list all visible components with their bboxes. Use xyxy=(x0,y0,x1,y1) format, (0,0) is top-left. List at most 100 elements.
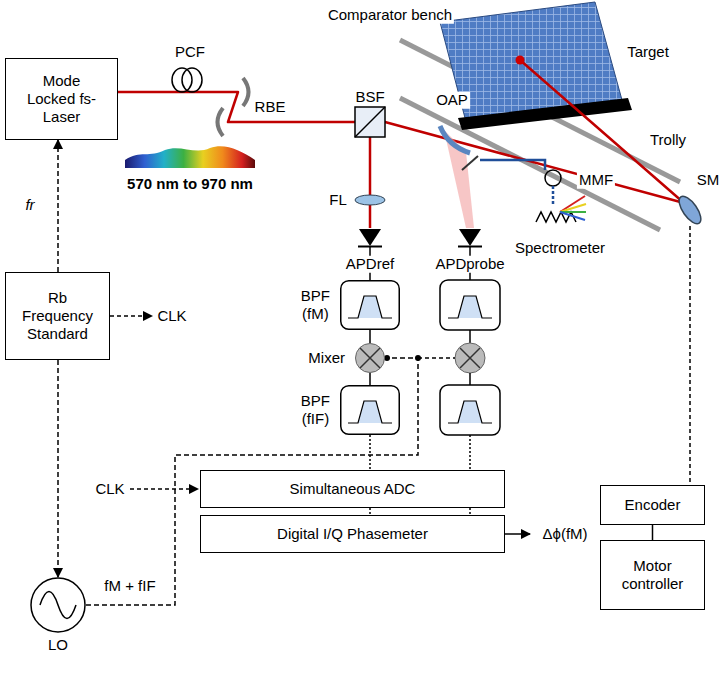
filter-symbol xyxy=(448,401,492,423)
node-label: (fIF) xyxy=(301,410,330,428)
node-label: (fM) xyxy=(301,305,330,323)
grating xyxy=(536,212,576,222)
wavelength-range: 570 nm to 970 nm xyxy=(125,176,255,193)
phasemeter-box: Digital I/Q Phasemeter xyxy=(200,515,505,553)
box-label: Motor controller xyxy=(613,557,693,593)
part-label: MMF xyxy=(577,172,615,189)
mixer-symbol xyxy=(455,343,485,373)
node-label: BPF xyxy=(301,392,330,410)
trolly xyxy=(458,98,632,130)
edge-label: fr xyxy=(23,197,36,214)
node-heading: BPF(fM) xyxy=(299,287,332,323)
detector-label: APDref xyxy=(344,256,396,273)
laser-beam xyxy=(369,122,372,228)
wire xyxy=(469,330,471,343)
mixer-circle: Mixer xyxy=(355,343,385,373)
part-label: Target xyxy=(625,44,671,61)
node-label: LO xyxy=(48,636,68,654)
filter-symbol xyxy=(448,296,492,318)
wire xyxy=(469,435,471,470)
bandpass-filter: BPF(fIF) xyxy=(340,385,400,435)
rbe-mirror xyxy=(218,108,224,136)
output-arrow xyxy=(505,533,530,535)
signal-name: CLK xyxy=(93,481,126,498)
bandpass-filter: BPF(fM) xyxy=(340,280,400,330)
mixer-outline xyxy=(356,344,385,373)
filter-symbol xyxy=(348,296,392,318)
signal-connector xyxy=(369,330,371,343)
adc-box: Simultaneous ADC xyxy=(200,470,505,508)
part-label: Trolly xyxy=(648,132,688,149)
part-label: FL xyxy=(327,192,349,209)
focusing-lens xyxy=(355,195,385,205)
box-label: Digital I/Q Phasemeter xyxy=(277,525,428,543)
signal-connector xyxy=(369,508,371,515)
wire xyxy=(469,373,471,385)
pickoff-mirror xyxy=(462,156,478,170)
bench-rail xyxy=(400,98,660,230)
signal-connector xyxy=(57,140,59,272)
lo-wire xyxy=(418,357,455,359)
clk-arrow xyxy=(110,315,152,317)
apd-symbol xyxy=(359,229,381,246)
part-label: Spectrometer xyxy=(513,240,607,257)
detector-label: APDprobe xyxy=(433,256,506,273)
laser-beam xyxy=(118,60,684,203)
dispersed-light xyxy=(560,212,585,220)
dispersed-light xyxy=(560,196,585,212)
pcf-coil xyxy=(182,68,202,92)
part-label: BSF xyxy=(353,89,386,106)
box-label: Rb Frequency Standard xyxy=(17,289,99,343)
output-signal: Δϕ(fM) xyxy=(540,526,589,543)
oscillator-outline xyxy=(31,578,85,632)
beam-splitter xyxy=(355,107,385,137)
bandpass-filter-outline xyxy=(340,385,400,435)
filter-symbol xyxy=(348,401,392,423)
sine-symbol xyxy=(40,592,76,619)
clk-arrow xyxy=(130,488,198,490)
filter-outline xyxy=(341,386,400,435)
box-text-group: Digital I/Q Phasemeter xyxy=(277,525,428,543)
node-heading: LO xyxy=(46,636,70,654)
part-label: Comparator bench xyxy=(326,7,454,24)
fiber-coil xyxy=(545,170,561,186)
signal-connector xyxy=(369,435,371,470)
box-text-group: Encoder xyxy=(625,496,681,514)
signal-connector xyxy=(57,360,59,577)
oscillator-circle: LO xyxy=(30,577,86,633)
signal-name: fM + fIF xyxy=(102,578,157,595)
signal-connector xyxy=(652,525,654,540)
filter-outline xyxy=(341,281,400,330)
beam-splitter xyxy=(355,107,385,137)
node-heading: BPF(fIF) xyxy=(299,392,332,428)
light-cone xyxy=(444,130,474,228)
node-label: BPF xyxy=(301,287,330,305)
spectrum xyxy=(125,146,255,168)
mixer-symbol xyxy=(460,348,480,368)
target-spot xyxy=(516,56,525,65)
fiber xyxy=(480,160,545,170)
part-label: RBE xyxy=(253,99,288,116)
apd-symbol xyxy=(459,229,481,246)
oscillator-circle-outline xyxy=(30,577,86,633)
box-label: Simultaneous ADC xyxy=(290,480,416,498)
frequency-standard-box: Rb Frequency Standard xyxy=(5,272,110,360)
box-label: Encoder xyxy=(625,496,681,514)
box-text-group: Mode Locked fs-Laser xyxy=(24,72,99,126)
part-label: SM xyxy=(695,172,722,189)
signal-connector xyxy=(369,373,371,385)
oap-mirror xyxy=(440,126,470,153)
bandpass-filter-outline xyxy=(340,280,400,330)
bandpass-filter xyxy=(440,385,500,435)
node-label: Mixer xyxy=(308,349,345,367)
encoder-box: Encoder xyxy=(600,485,705,525)
scan-mirror xyxy=(675,193,705,227)
box-label: Mode Locked fs-Laser xyxy=(24,72,99,126)
mixer-circle-outline xyxy=(355,343,385,373)
mixer-cross xyxy=(360,348,380,368)
motor-controller-box: Motor controller xyxy=(600,540,705,610)
laser-box: Mode Locked fs-Laser xyxy=(5,58,118,140)
encoder-link xyxy=(689,226,691,485)
rbe-mirror xyxy=(243,78,249,106)
